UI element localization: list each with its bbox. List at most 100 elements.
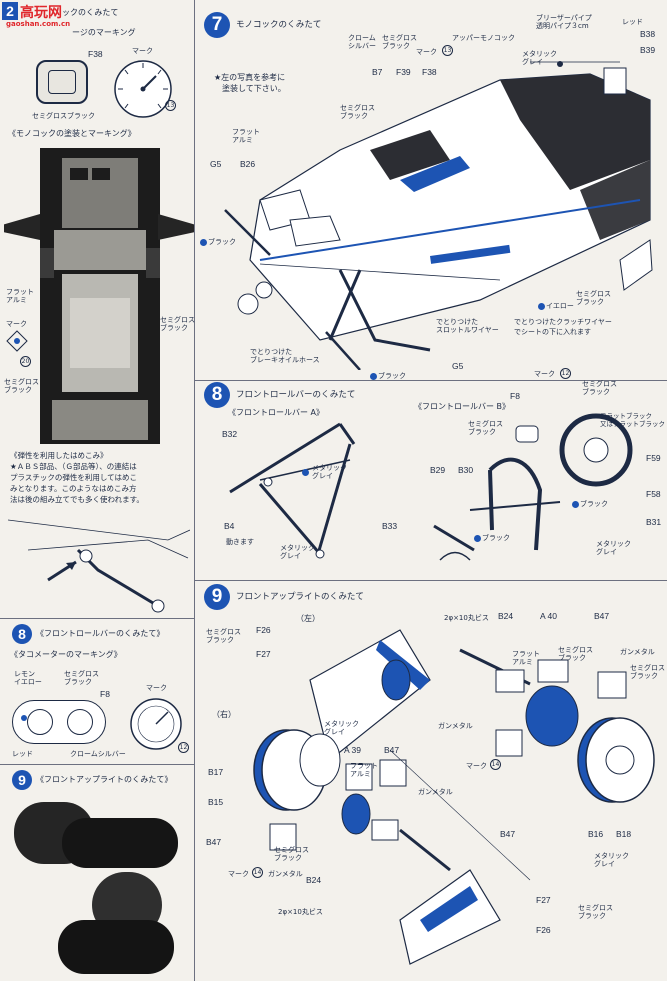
b30-label: B30 — [458, 465, 474, 475]
black-label-4-text: ブラック — [482, 534, 510, 542]
mark-label: マーク — [132, 47, 153, 55]
mark-13-num: 13 — [165, 100, 176, 111]
mark-12-num-2: 12 — [560, 368, 571, 379]
f39-label: F39 — [396, 67, 411, 77]
b38-label: B38 — [640, 29, 656, 39]
f26-label-2: F26 — [536, 925, 551, 935]
yellow-label: イエロー — [538, 302, 574, 310]
mark-14b-num: 14 — [252, 867, 263, 878]
black-label-3-text: ブラック — [580, 500, 608, 508]
step9-title: フロントアップライトのくみたて — [236, 592, 364, 602]
screw-label: 2φ×10丸ビス — [444, 614, 489, 622]
semigloss-black-label-10: セミグロス ブラック — [206, 628, 241, 644]
under-seat-label: でシートの下に入れます — [514, 328, 591, 336]
semigloss-black-label-4: セミグロス ブラック — [64, 670, 99, 686]
part-f8-label: F8 — [100, 689, 110, 699]
step8-title: フロントロールバーのくみたて — [236, 390, 356, 400]
left-side-label: （左） — [296, 614, 320, 623]
semigloss-black-label: セミグロスブラック — [32, 112, 95, 120]
flat-alumi-label-2: フラット アルミ — [232, 128, 260, 144]
gunmetal-label: ガンメタル — [620, 648, 655, 656]
g5-label: G5 — [210, 159, 222, 169]
step7-badge: 7 — [204, 12, 230, 38]
elastic-fit-illustration — [8, 519, 190, 613]
f58-label: F58 — [646, 489, 661, 499]
screw-label-2: 2φ×10丸ビス — [278, 908, 323, 916]
b32-label: B32 — [222, 429, 238, 439]
flat-alumi-label-3: フラット アルミ — [512, 650, 540, 666]
chrome-silver-label-2: クローム シルバー — [348, 34, 376, 50]
red-label-2: レッド — [622, 18, 643, 26]
b39-label: B39 — [640, 45, 656, 55]
metallic-gray-label: メタリック グレイ — [522, 50, 557, 66]
semigloss-black-label-8: セミグロス ブラック — [468, 420, 503, 436]
semigloss-black-label-3: セミグロス ブラック — [4, 378, 39, 394]
b17-label: B17 — [208, 767, 224, 777]
a39-label: A 39 — [344, 745, 362, 755]
metallic-gray-label-2-text: メタリック グレイ — [312, 464, 347, 480]
left-step8-badge: 8 — [12, 624, 32, 644]
rollbar-b-subtitle: 《フロントロールバー B》 — [414, 402, 511, 411]
b24-label: B24 — [498, 611, 514, 621]
b29-label: B29 — [430, 465, 446, 475]
gunmetal-label-3: ガンメタル — [438, 722, 473, 730]
f38-part — [36, 60, 88, 104]
f38-label: F38 — [422, 67, 437, 77]
monocoque-diagram — [224, 61, 653, 370]
b18-label: B18 — [616, 829, 632, 839]
brake-hose-label: でとりつけた ブレーキオイルホース — [250, 348, 320, 364]
right-divider-1 — [195, 380, 667, 381]
watermark-url: gaoshan.com.cn — [6, 20, 71, 28]
red-label: レッド — [12, 750, 33, 758]
semigloss-black-label-9: セミグロス ブラック — [582, 380, 617, 396]
b4-label: B4 — [224, 521, 235, 531]
monocoque-paint-header: 《モノコックの塗装とマーキング》 — [8, 129, 136, 138]
left-step9-title: 《フロントアップライトのくみたて》 — [36, 775, 173, 784]
mark-14-num: 14 — [490, 759, 501, 770]
metallic-gray-label-6: メタリック グレイ — [594, 852, 629, 868]
mark-label-2: マーク — [6, 320, 27, 328]
b47-label-4: B47 — [206, 837, 222, 847]
semigloss-black-label-5: セミグロス ブラック — [382, 34, 417, 50]
elastic-fit-note: 《弾性を利用したはめこみ》 ★ＡＢＳ部品、（Ｇ部品等）、の連結は プラスチックの… — [10, 451, 144, 504]
semigloss-black-label-13: セミグロス ブラック — [274, 846, 309, 862]
tachometer-gauge-2 — [130, 698, 182, 750]
flat-black-label: フラットブラック 又はフラットブラック — [600, 412, 665, 428]
b33-label: B33 — [382, 521, 398, 531]
mark-20-num: 20 — [20, 356, 31, 367]
metallic-gray-label-3: メタリック グレイ — [280, 544, 315, 560]
flat-alumi-label-4: フラット アルミ — [350, 762, 378, 778]
f27-label-2: F27 — [536, 895, 551, 905]
clutch-wire-label: でとりつけたクラッチワイヤー — [514, 318, 612, 326]
semigloss-black-label-14: セミグロス ブラック — [578, 904, 613, 920]
page-number: 2 — [2, 2, 18, 20]
a40-label: A 40 — [540, 611, 558, 621]
tachometer-marking-title: 《タコメーターのマーキング》 — [10, 650, 122, 659]
upright-diagram — [253, 629, 655, 965]
b7-label: B7 — [372, 67, 383, 77]
mark-13-label: マーク — [416, 48, 437, 56]
upright-photo-2 — [62, 818, 178, 868]
throttle-wire-label: でとりつけた スロットルワイヤー — [436, 318, 499, 334]
gunmetal-label-2: ガンメタル — [418, 788, 453, 796]
semigloss-black-label-2: セミグロス ブラック — [160, 316, 195, 332]
g5-label-2: G5 — [452, 361, 464, 371]
b15-label: B15 — [208, 797, 224, 807]
semigloss-black-label-12: セミグロス ブラック — [630, 664, 665, 680]
lemon-yellow-label: レモン イエロー — [14, 670, 42, 686]
mark-20-sticker — [6, 330, 28, 352]
black-label-2-text: ブラック — [378, 372, 406, 380]
breather-pipe-label: ブリーザーパイプ 透明パイプ３cm — [536, 14, 592, 30]
step9-badge: 9 — [204, 584, 230, 610]
black-label-3: ブラック — [572, 500, 608, 508]
metallic-gray-label-5: メタリック グレイ — [324, 720, 359, 736]
black-label-text: ブラック — [208, 238, 236, 246]
b31-label: B31 — [646, 517, 662, 527]
part-f38-label: F38 — [88, 49, 103, 59]
b47-label-2: B47 — [384, 745, 400, 755]
b26-label: B26 — [240, 159, 256, 169]
mark-label-3: マーク — [146, 684, 167, 692]
f26-label: F26 — [256, 625, 271, 635]
column-divider — [194, 0, 195, 981]
black-label-2: ブラック — [370, 372, 406, 380]
